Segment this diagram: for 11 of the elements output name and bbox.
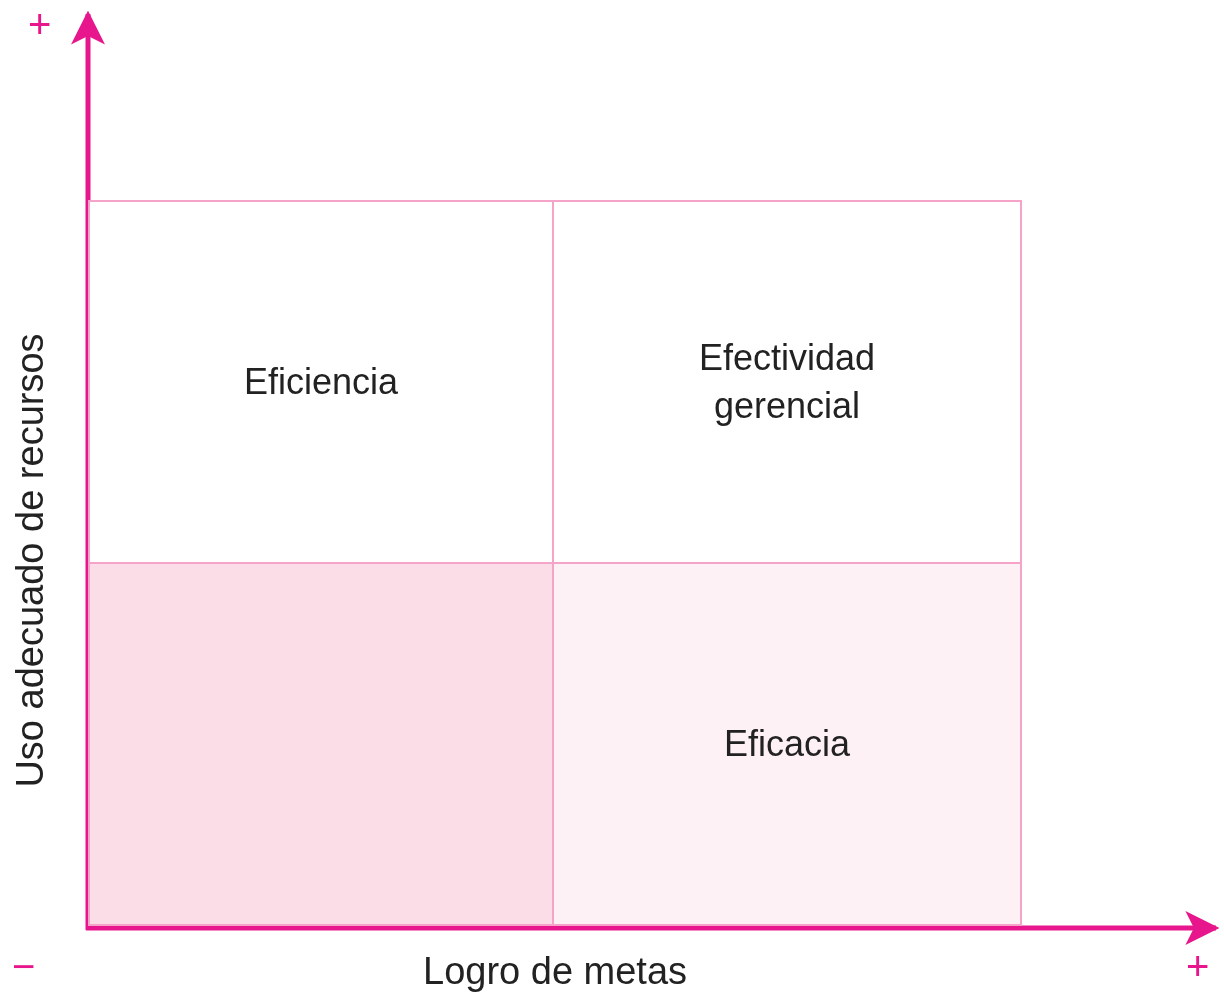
quadrant-box [552,200,1022,564]
plus-sign: + [1186,944,1210,989]
quadrant-label: Eficacia [723,722,851,766]
axis-title: Uso adecuado de recursos [8,332,52,788]
minus-sign: − [12,944,36,989]
quadrant-label: Eficiencia [243,360,399,404]
plus-sign: + [28,2,52,47]
quadrant-box [552,562,1022,926]
quadrant-label: Efectividad gerencial [697,336,877,428]
axis-title: Logro de metas [423,950,688,993]
quadrant-box [88,200,554,564]
